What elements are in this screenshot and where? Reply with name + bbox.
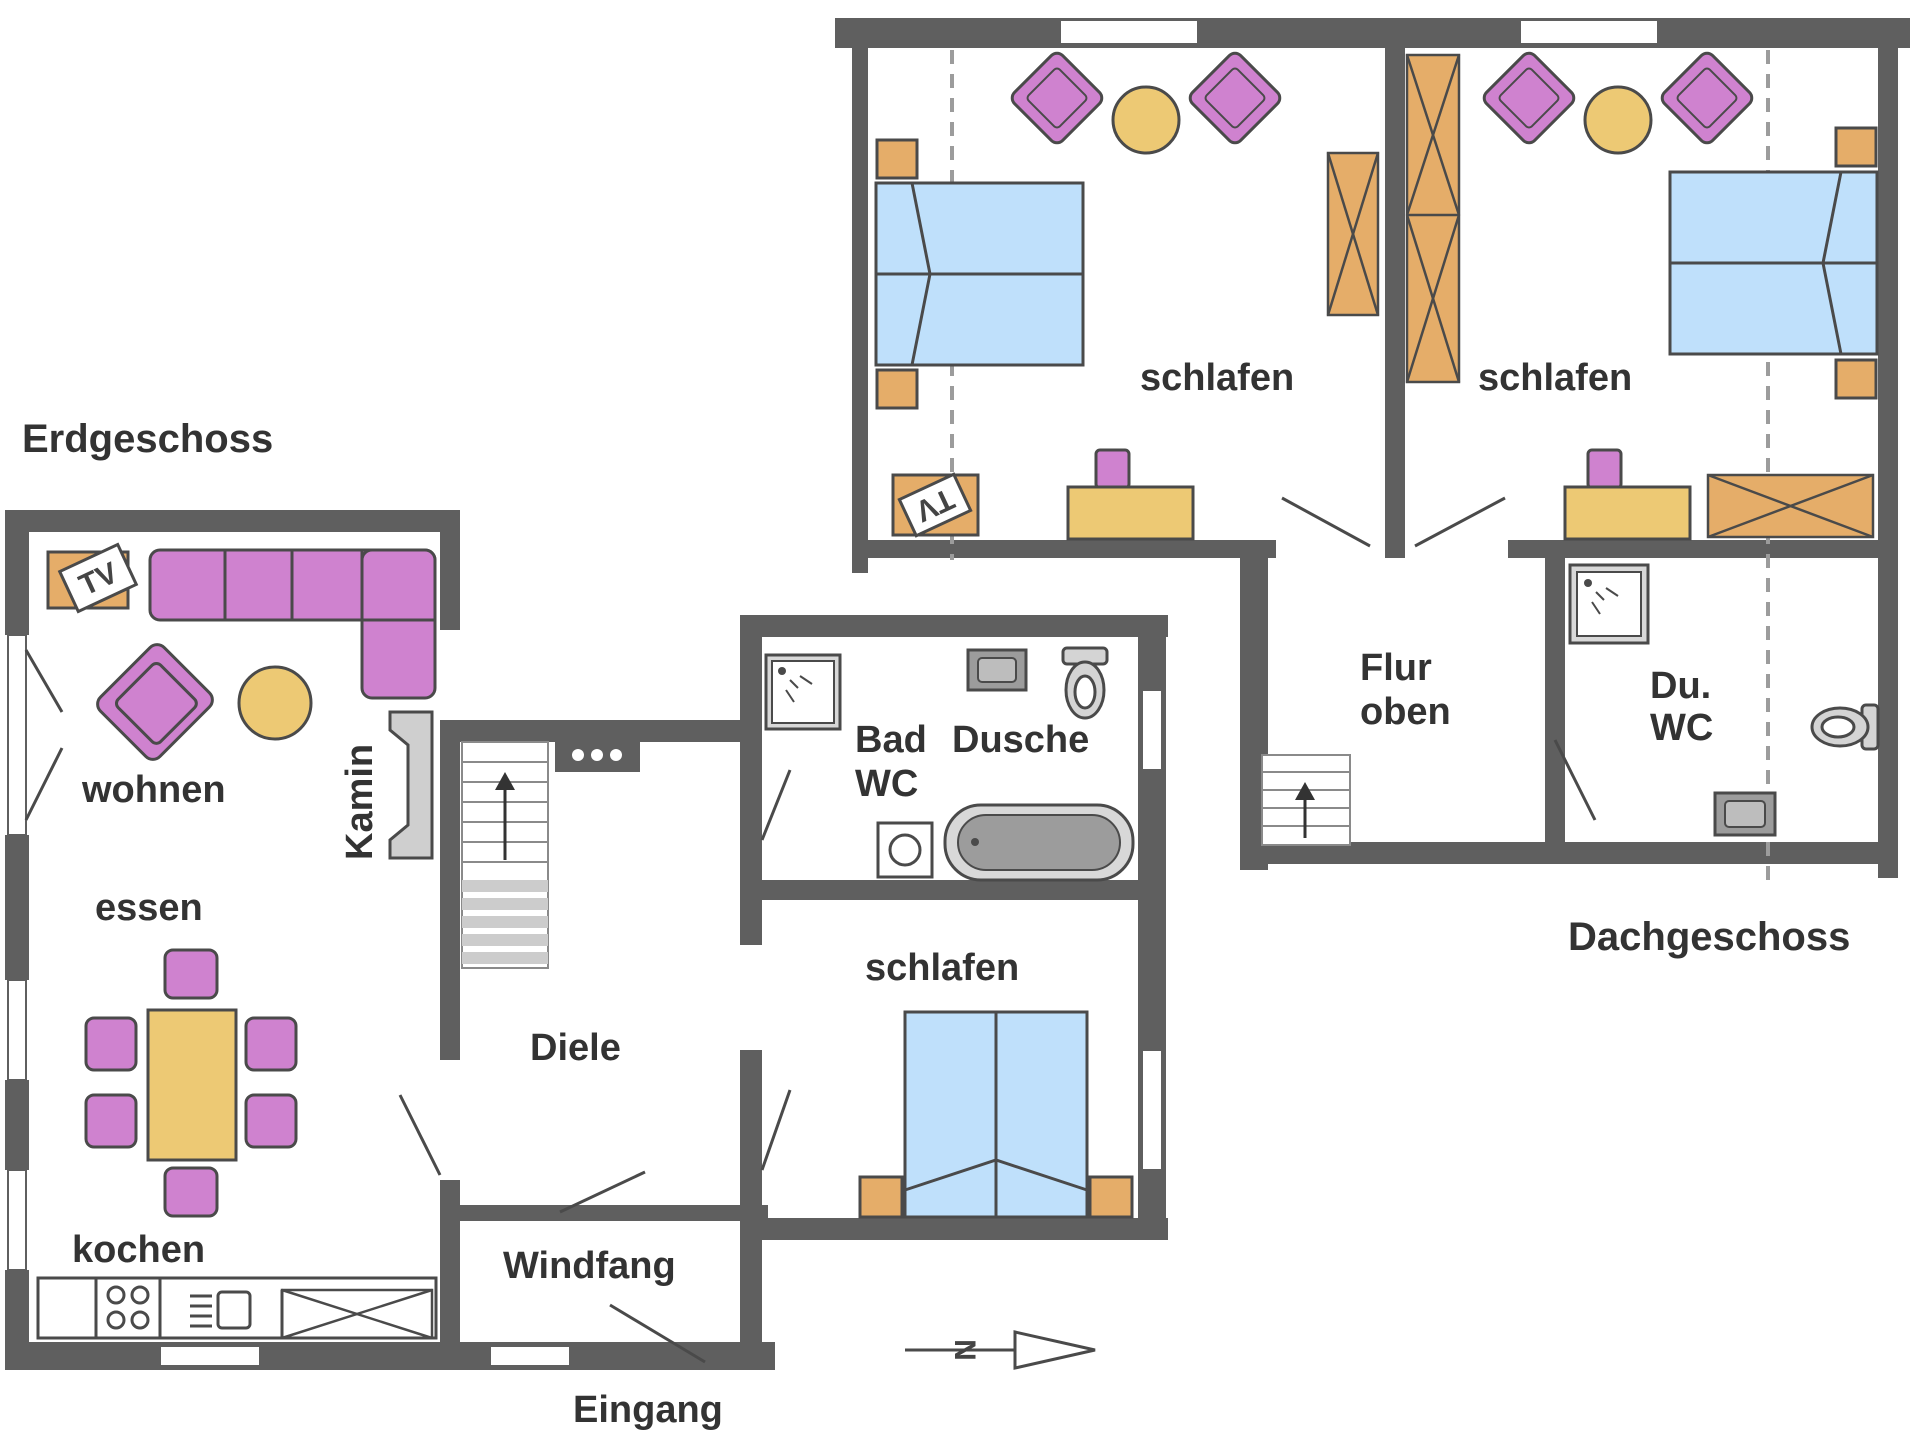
tv-unit-attic: TV: [891, 472, 980, 538]
label-erdgeschoss: Erdgeschoss: [22, 417, 273, 461]
label-schlafen-attic-right: schlafen: [1478, 357, 1632, 399]
ground-floor-windows: [7, 634, 1163, 1367]
label-kochen: kochen: [72, 1229, 205, 1271]
label-diele: Diele: [530, 1027, 621, 1069]
label-dusche: Dusche: [952, 719, 1089, 761]
label-flur: Flur: [1360, 647, 1432, 689]
stove-icon: [106, 1285, 150, 1330]
label-bad: Bad: [855, 719, 927, 761]
toilet-icon: [1061, 646, 1109, 720]
wardrobe-left-attic: [1326, 151, 1380, 317]
round-table-ground: [237, 665, 313, 741]
fireplace-icon: [388, 710, 434, 860]
corner-sofa: [148, 548, 437, 700]
sink-icon: [190, 1290, 252, 1330]
ground-floor-walls: [5, 510, 1168, 1370]
attic-floor: TV: [835, 18, 1910, 959]
label-schlafen-ground: schlafen: [865, 947, 1019, 989]
attic-windows: [1059, 19, 1659, 45]
toilet-icon: [1810, 703, 1880, 751]
sink-icon: [966, 648, 1028, 692]
label-oben: oben: [1360, 691, 1451, 733]
label-kamin: Kamin: [339, 744, 381, 860]
dining-set: [84, 948, 298, 1218]
attic-doors: [1281, 496, 1597, 821]
bed-attic-right: [1668, 126, 1879, 400]
dresser-right-attic: [1706, 473, 1875, 539]
label-du: Du.: [1650, 665, 1711, 707]
label-dachgeschoss: Dachgeschoss: [1568, 915, 1850, 959]
north-label: N: [948, 1339, 981, 1361]
armchair-ground: [96, 643, 214, 761]
shower-icon: [764, 653, 842, 731]
label-du-wc: WC: [1650, 707, 1713, 749]
label-windfang: Windfang: [503, 1245, 676, 1287]
kitchen-counter: [36, 1276, 438, 1340]
label-schlafen-attic-left: schlafen: [1140, 357, 1294, 399]
label-eingang: Eingang: [573, 1389, 723, 1431]
attic-slope-lines: [950, 50, 1770, 880]
right-attic-seating: [1482, 51, 1754, 155]
sink-icon: [1713, 791, 1777, 837]
bathtub-icon: [943, 803, 1135, 882]
wardrobe-right-attic: [1405, 53, 1461, 384]
shower-icon: [1568, 563, 1650, 645]
fridge: [280, 1288, 434, 1340]
bed-ground: [858, 1010, 1134, 1219]
desk-right-attic: [1563, 448, 1692, 541]
label-essen: essen: [95, 887, 203, 929]
washing-machine: [876, 821, 934, 879]
stairs-icon: [1261, 754, 1351, 846]
heater-diele: [555, 738, 640, 772]
north-arrow-icon: N: [905, 1330, 1096, 1370]
stairs-icon: [461, 741, 549, 969]
ground-floor: TV: [5, 417, 1168, 1431]
label-bad-wc: WC: [855, 763, 918, 805]
desk-left-attic: [1066, 448, 1195, 541]
tv-unit-ground: TV: [46, 542, 139, 614]
bed-attic-left: [874, 138, 1085, 410]
label-wohnen: wohnen: [81, 769, 226, 811]
left-attic-seating: [1010, 51, 1282, 155]
ground-floor-doors: [24, 649, 792, 1364]
